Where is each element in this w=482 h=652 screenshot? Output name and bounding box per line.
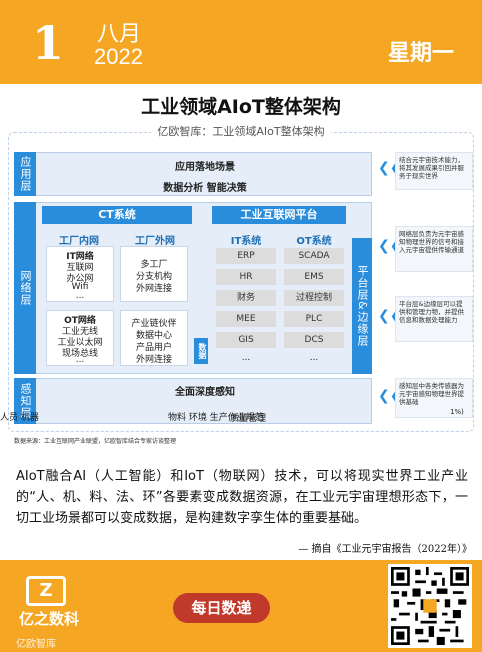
perception-items-left: 人员 机器 xyxy=(0,413,39,423)
network-layer-label: 网络层 xyxy=(14,202,36,374)
body-paragraph: AIoT融合AI（人工智能）和IoT（物联网）技术，可以将现实世界工业产业的“人… xyxy=(16,469,468,526)
logo-mark-icon: Z xyxy=(26,576,66,606)
extranet-item: 产品用户 xyxy=(135,343,172,353)
quote-citation: — 摘自《工业元宇宙报告（2022年）》 xyxy=(298,544,472,555)
it-system-item: MEE xyxy=(216,311,276,327)
page-title: 工业领域AIoT整体架构 xyxy=(141,96,341,118)
date-day: 1 xyxy=(32,16,65,70)
qr-code-icon xyxy=(391,567,469,645)
factory-extranet-title: 工厂外网 xyxy=(135,236,175,247)
note-perception: 感知层中各类传感器为元宇宙感知物理世界提供基础 xyxy=(395,378,473,418)
application-band xyxy=(14,152,372,196)
it-network-item: ... xyxy=(75,291,85,301)
app-scene-text: 应用落地场景 xyxy=(175,162,235,173)
ot-network-box: OT网络 工业无线 工业以太网 现场总线 ... xyxy=(46,310,114,366)
architecture-diagram: 亿欧智库：工业领域AIoT整体架构 应用层 应用落地场景 数据分析 智能决策 网… xyxy=(0,120,474,432)
ot-network-item: 工业无线 xyxy=(61,327,98,337)
perception-items-right: 物料 环境 生产作业规范 xyxy=(168,413,264,423)
logo-text: 亿之数科 xyxy=(18,610,79,628)
application-layer-label: 应用层 xyxy=(14,152,36,196)
note-application: 结合元宇宙技术能力，将其发展成果引回并服务于现实世界 xyxy=(395,152,473,190)
it-system-item: 财务 xyxy=(216,290,276,306)
platform-edge-layer-label: 平台层&边缘层 xyxy=(352,238,372,374)
perception-title: 全面深度感知 xyxy=(175,387,235,398)
ot-network-item: 工业以太网 xyxy=(57,338,103,348)
it-network-item: 互联网 xyxy=(66,263,94,273)
extranet-box-2: 产业链伙伴 数据中心 产品用户 外网连接 xyxy=(120,310,188,366)
extranet-item: 多工厂 xyxy=(140,260,168,270)
note-platform: 平台层&边缘层可以提供和管理力物，并提供信息和数据处理能力 xyxy=(395,296,473,342)
qr-code[interactable] xyxy=(388,564,472,648)
note-tail: 1%) xyxy=(450,408,464,416)
factory-intranet-title: 工厂内网 xyxy=(59,236,99,247)
data-source: 数据来源：工业互联网产业联盟，亿欧智库结合专家访谈整理 xyxy=(14,438,177,445)
ot-system-item: PLC xyxy=(284,311,344,327)
date-year: 2022 xyxy=(94,44,143,69)
ot-system-title: OT系统 xyxy=(296,236,332,247)
watermark-text: 亿欧智库 xyxy=(16,639,56,650)
diagram-subtitle-text: 亿欧智库：工业领域AIoT整体架构 xyxy=(151,125,331,138)
ct-system-header: CT系统 xyxy=(42,206,192,224)
it-network-title: IT网络 xyxy=(66,252,94,262)
ot-network-item: ... xyxy=(75,355,85,365)
iip-header: 工业互联网平台 xyxy=(212,206,346,224)
perception-overlap: 质量管理 xyxy=(230,414,267,424)
extranet-item: 外网连接 xyxy=(135,284,172,294)
perception-layer-label: 感知层 xyxy=(14,378,36,424)
footer-bar: Z 亿之数科 每日数递 亿欧智库 xyxy=(0,560,482,652)
it-system-item: HR xyxy=(216,269,276,285)
note-network: 网络层负责为元宇宙感知物理世界的信号和接入元宇宙提供传输通道 xyxy=(395,226,473,272)
ot-system-item: 过程控制 xyxy=(284,290,344,306)
date-weekday: 星期一 xyxy=(387,41,454,66)
header-bar: 1 八月 2022 星期一 xyxy=(0,0,482,84)
extranet-item: 产业链伙伴 xyxy=(131,319,177,329)
extranet-item: 分支机构 xyxy=(135,272,172,282)
it-system-title: IT系统 xyxy=(230,236,262,247)
perception-band xyxy=(14,378,372,424)
it-network-box: IT网络 互联网 办公网 Wifi ... xyxy=(46,246,114,302)
ot-system-item: SCADA xyxy=(284,248,344,264)
it-system-item: ERP xyxy=(216,248,276,264)
diagram-subtitle: 亿欧智库：工业领域AIoT整体架构 xyxy=(8,123,474,139)
extranet-box-1: 多工厂 分支机构 外网连接 xyxy=(120,246,188,302)
ot-network-title: OT网络 xyxy=(64,316,96,326)
it-system-item: ... xyxy=(241,353,251,363)
app-decision-text: 数据分析 智能决策 xyxy=(163,183,247,194)
ot-system-item: DCS xyxy=(284,332,344,348)
daily-badge: 每日数递 xyxy=(173,593,270,623)
extranet-item: 外网连接 xyxy=(135,355,172,365)
it-system-item: GIS xyxy=(216,332,276,348)
date-month: 八月 xyxy=(97,22,142,47)
data-tag: 数据 xyxy=(194,338,208,364)
it-network-item: Wifi xyxy=(71,282,89,292)
ot-system-item: EMS xyxy=(284,269,344,285)
ot-network-item: 现场总线 xyxy=(61,349,98,359)
extranet-item: 数据中心 xyxy=(135,331,172,341)
it-network-item: 办公网 xyxy=(66,274,94,284)
ot-system-item: ... xyxy=(309,353,319,363)
